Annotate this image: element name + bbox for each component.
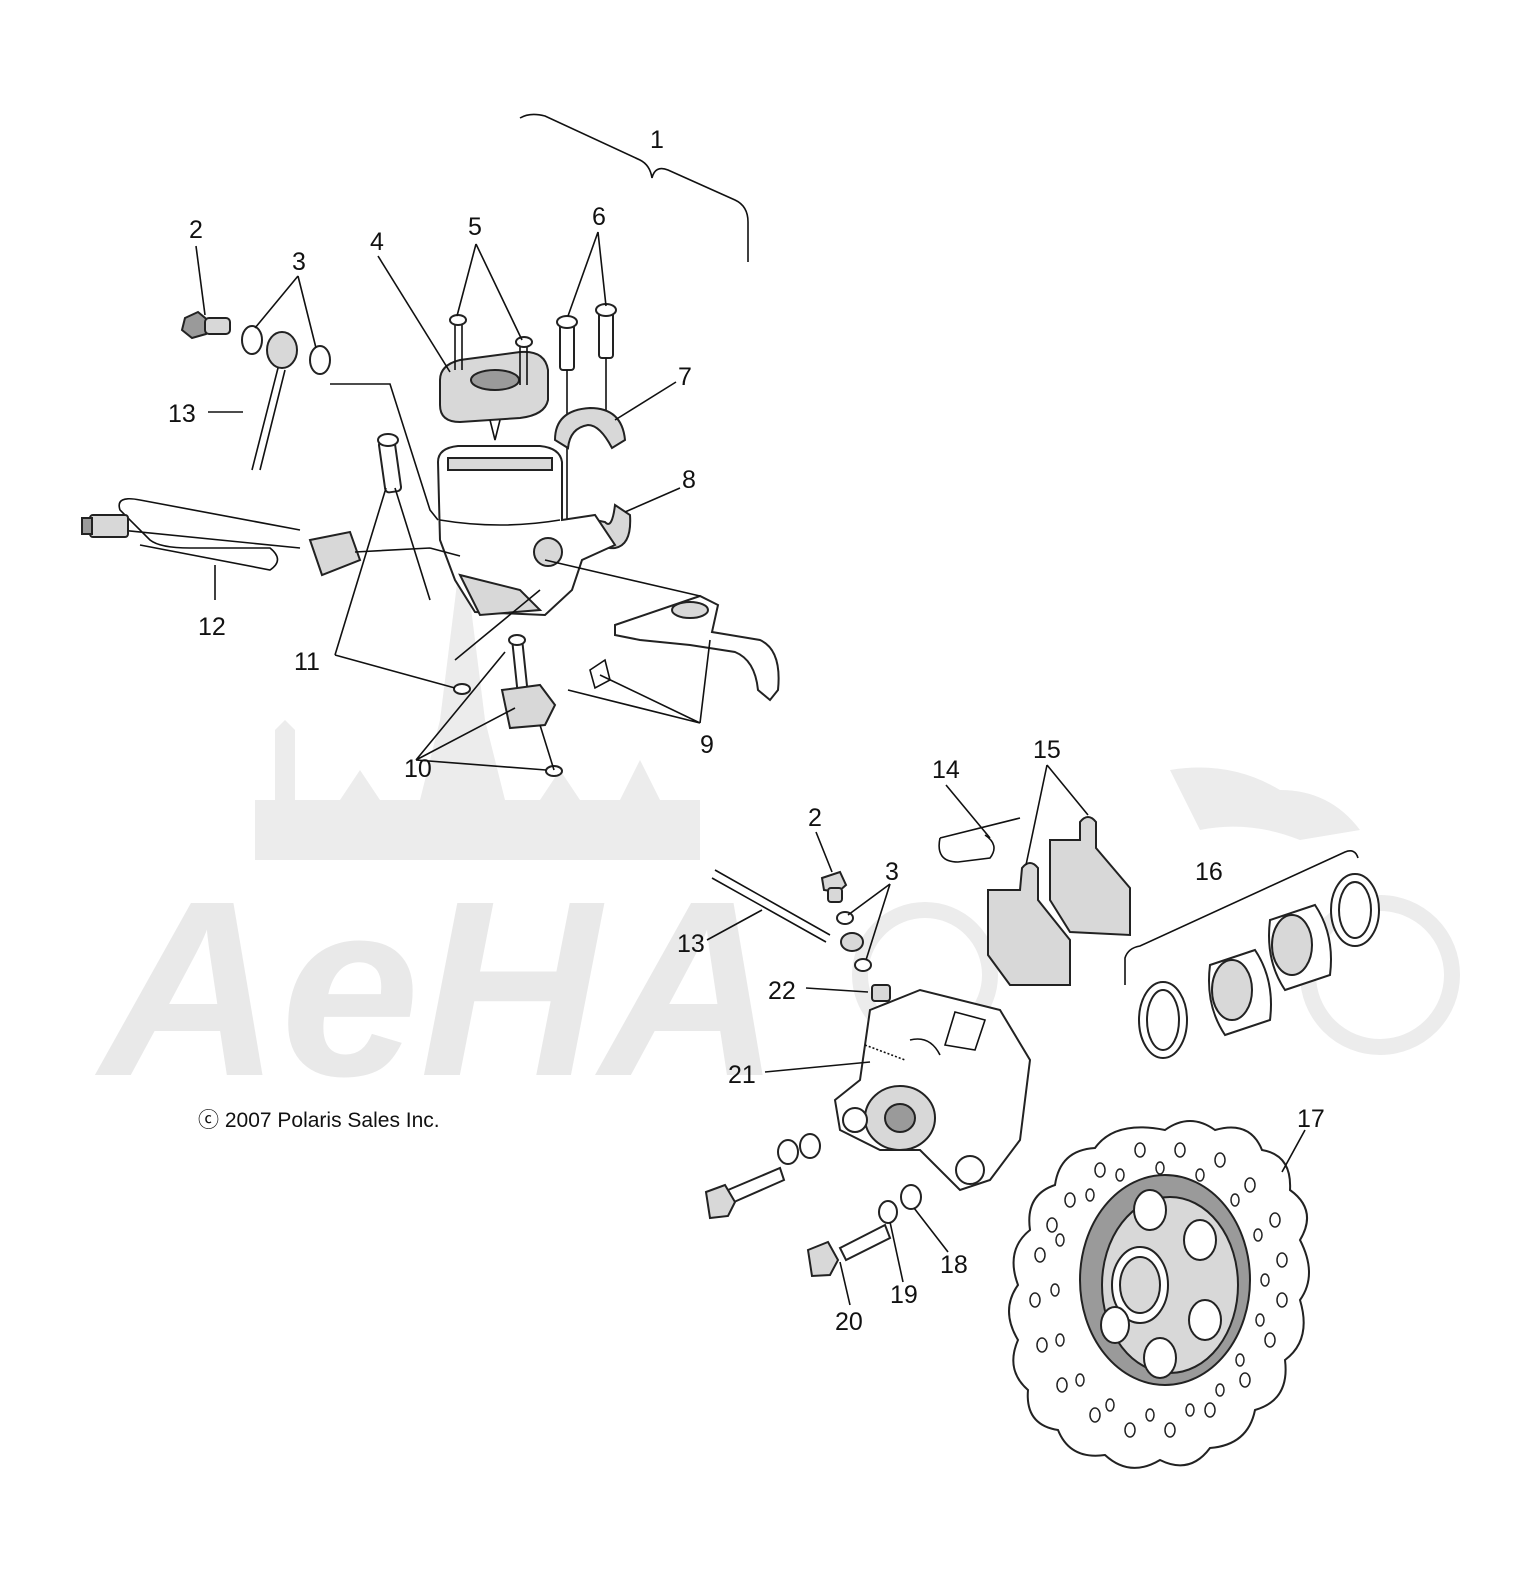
copyright-text: ⓒ 2007 Polaris Sales Inc. xyxy=(198,1109,440,1132)
callout-12: 12 xyxy=(198,613,226,641)
callout-22: 22 xyxy=(768,977,796,1005)
callout-20: 20 xyxy=(835,1308,863,1336)
callout-16: 16 xyxy=(1195,858,1223,886)
leader-lines xyxy=(195,231,1306,1306)
banjo-bolt xyxy=(180,310,231,340)
callout-2: 2 xyxy=(189,216,203,244)
callout-18: 18 xyxy=(940,1251,968,1279)
callout-11: 11 xyxy=(294,648,320,676)
callout-2-lower: 2 xyxy=(808,804,822,832)
watermark: AeHA xyxy=(94,540,1460,1128)
callout-21: 21 xyxy=(728,1061,756,1089)
callout-19: 19 xyxy=(890,1281,918,1309)
callout-8: 8 xyxy=(682,466,696,494)
master-cylinder-assembly xyxy=(81,113,780,777)
callouts: 1 2 3 4 5 6 7 8 13 12 11 10 9 14 15 2 3 … xyxy=(168,126,1325,1336)
callout-5: 5 xyxy=(468,213,482,241)
callout-6: 6 xyxy=(592,203,606,231)
callout-1: 1 xyxy=(650,126,664,154)
callout-4: 4 xyxy=(370,228,384,256)
callout-3-lower: 3 xyxy=(885,858,899,886)
callout-14: 14 xyxy=(932,756,960,784)
callout-13-lower: 13 xyxy=(677,930,705,958)
brake-rotor xyxy=(1008,1120,1310,1469)
caliper-assembly xyxy=(704,816,1380,1278)
callout-15: 15 xyxy=(1033,736,1061,764)
watermark-text: AeHA xyxy=(94,849,781,1128)
callout-9: 9 xyxy=(700,731,714,759)
callout-3: 3 xyxy=(292,248,306,276)
callout-10: 10 xyxy=(404,755,432,783)
callout-7: 7 xyxy=(678,363,692,391)
callout-17: 17 xyxy=(1297,1105,1325,1133)
callout-13: 13 xyxy=(168,400,196,428)
